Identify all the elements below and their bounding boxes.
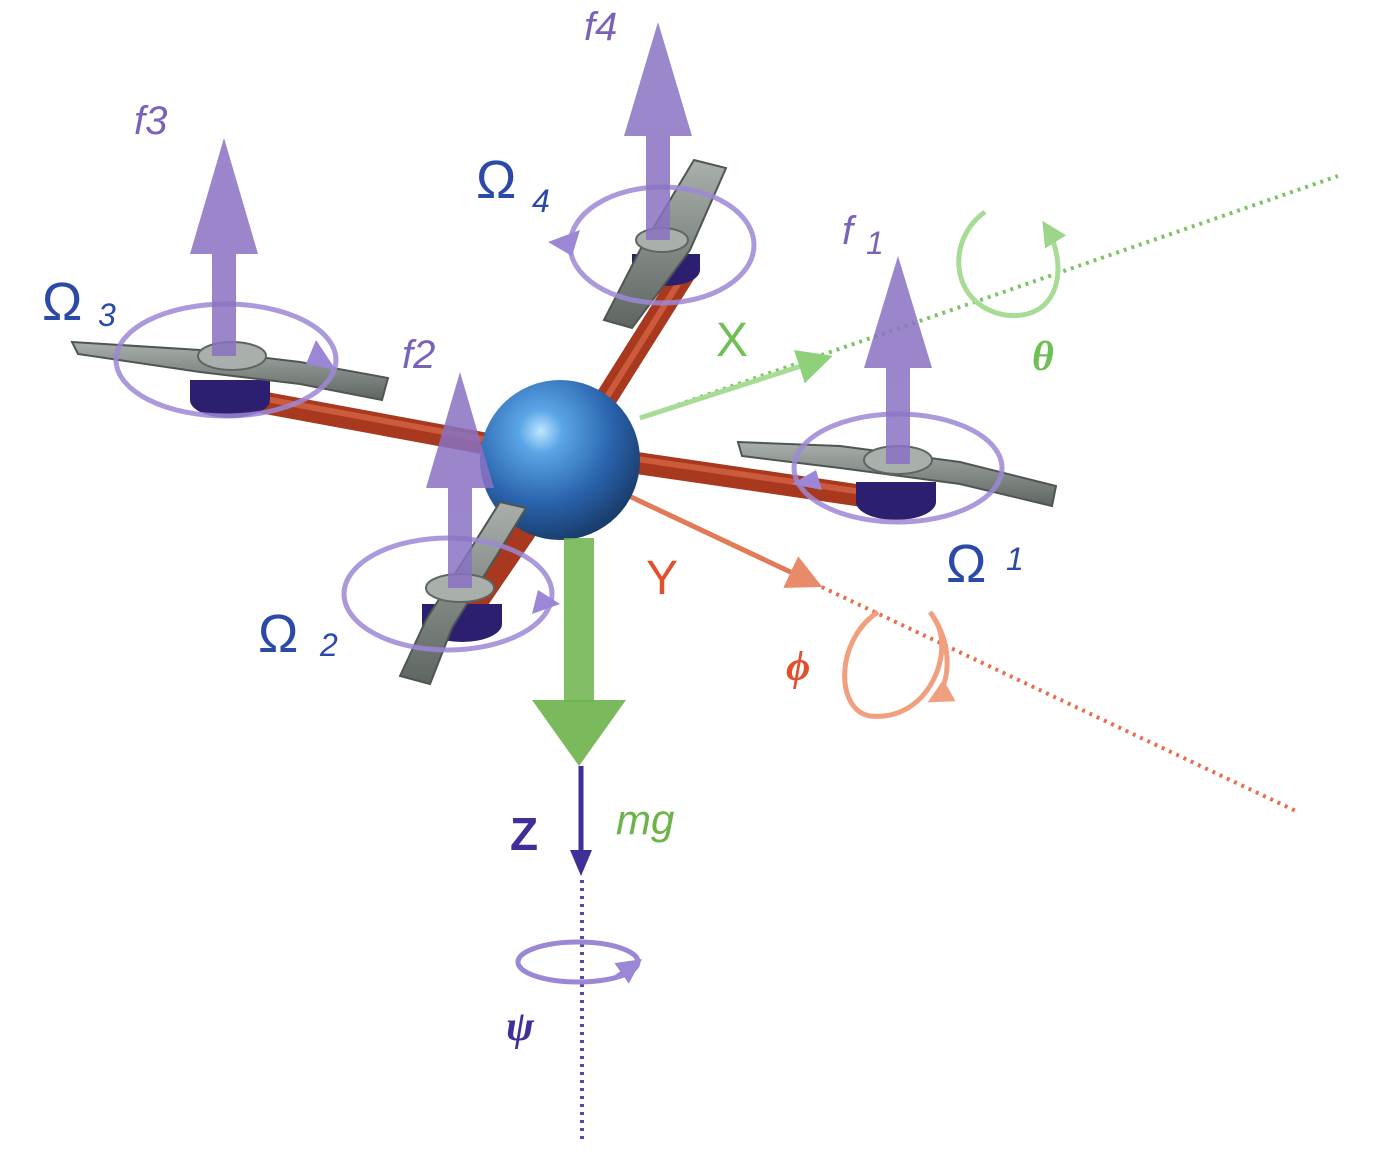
- thrust-arrow-f1: [864, 256, 932, 464]
- f1-subscript: 1: [866, 225, 884, 261]
- thrust-arrow-f3: [190, 138, 258, 356]
- phi-label: ϕ: [786, 644, 810, 690]
- z-axis-label: Z: [510, 808, 538, 860]
- z-axis-arrow: [570, 766, 592, 876]
- psi-label: ψ: [506, 1004, 535, 1050]
- quadrotor-body: [480, 380, 640, 540]
- weight-arrow: [532, 538, 626, 766]
- x-axis-label: X: [716, 314, 748, 367]
- f4-label: f4: [584, 5, 617, 49]
- omega1-label: Ω: [946, 534, 986, 594]
- thrust-arrow-f4: [624, 22, 692, 240]
- omega2-label: Ω: [258, 604, 298, 664]
- f1-label: f: [842, 209, 857, 253]
- phi-rotation-icon: [842, 609, 956, 719]
- thrust-arrow-f2: [426, 372, 494, 588]
- rotor-4: [548, 158, 757, 330]
- rotor-2: [341, 500, 560, 686]
- psi-rotation-icon: [515, 939, 643, 985]
- f3-label: f3: [134, 99, 167, 143]
- y-axis-label: Y: [646, 552, 678, 605]
- x-axis-dotted-line: [639, 174, 1339, 420]
- omega4-label: Ω: [476, 150, 516, 210]
- weight-label: mg: [616, 796, 674, 843]
- y-axis-arrow: [610, 485, 823, 588]
- theta-label: θ: [1032, 334, 1054, 380]
- omega1-subscript: 1: [1006, 541, 1024, 577]
- f2-label: f2: [402, 333, 435, 377]
- omega4-subscript: 4: [532, 183, 550, 219]
- omega3-label: Ω: [42, 272, 82, 332]
- omega2-subscript: 2: [319, 627, 338, 663]
- omega3-subscript: 3: [98, 297, 116, 333]
- theta-rotation-icon: [956, 209, 1067, 319]
- y-axis-dotted-line: [611, 486, 1299, 814]
- x-axis-arrow: [639, 349, 833, 421]
